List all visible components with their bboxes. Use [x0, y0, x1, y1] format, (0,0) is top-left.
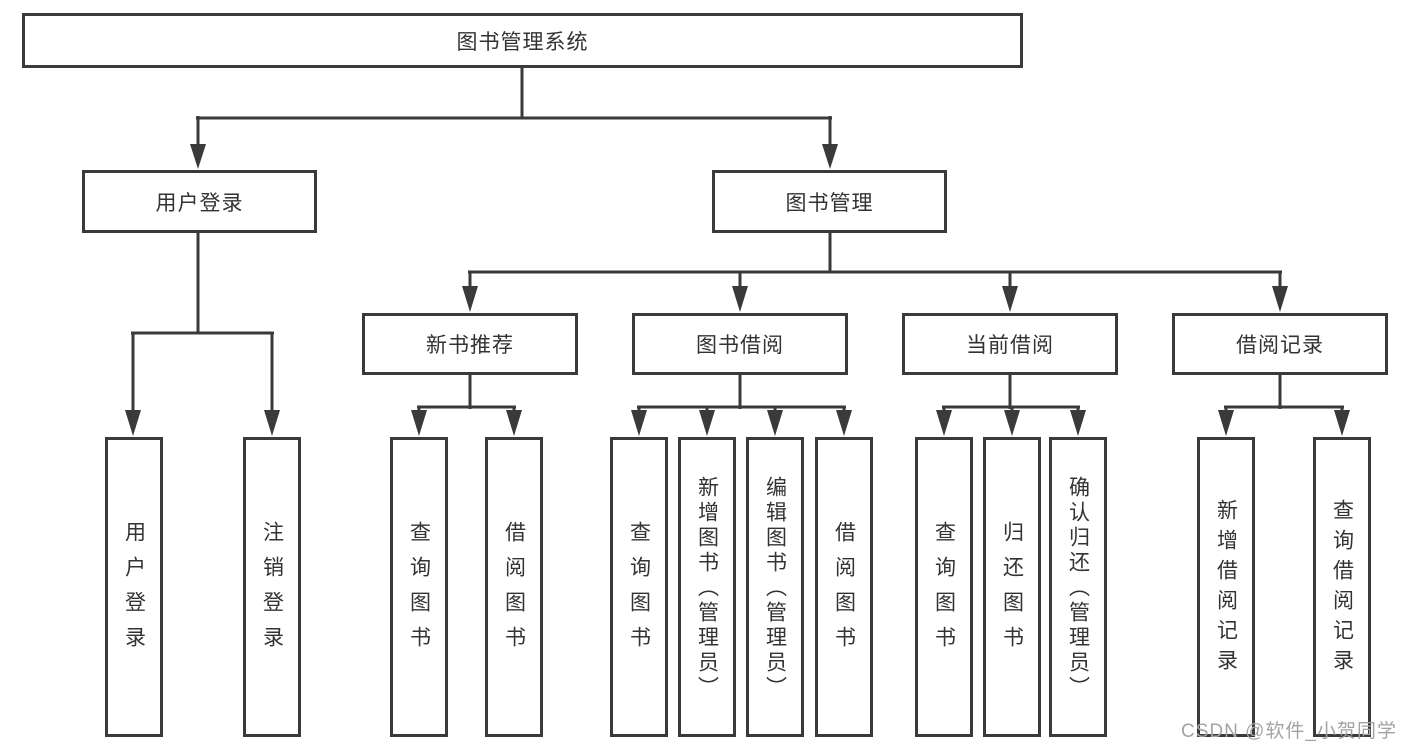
connector-root-to-level2 [190, 68, 838, 169]
node-new-book-recommend: 新书推荐 [362, 313, 578, 375]
connector-login-group [125, 233, 280, 436]
node-current-borrow: 当前借阅 [902, 313, 1118, 375]
leaf-borrow-query-books-label: 查询图书 [627, 520, 651, 661]
connector-borrow-group [631, 375, 852, 436]
leaf-query-borrow-record-label: 查询借阅记录 [1330, 499, 1354, 679]
leaf-return-books-label: 归还图书 [1000, 520, 1024, 661]
leaf-add-books-admin-label: 新增图书（管理员） [695, 475, 719, 701]
connector-recommend-group [411, 375, 522, 436]
node-book-management-label: 图书管理 [785, 191, 874, 215]
leaf-add-borrow-record: 新增借阅记录 [1197, 437, 1255, 737]
leaf-return-books: 归还图书 [983, 437, 1041, 737]
leaf-recommend-borrow-books-label: 借阅图书 [502, 520, 526, 661]
node-root-system-label: 图书管理系统 [456, 30, 589, 54]
connector-current-group [936, 375, 1086, 436]
leaf-edit-books-admin: 编辑图书（管理员） [746, 437, 804, 737]
connector-records-group [1218, 375, 1350, 436]
leaf-user-login-label: 用户登录 [122, 520, 146, 661]
leaf-user-login: 用户登录 [105, 437, 163, 737]
leaf-logout: 注销登录 [243, 437, 301, 737]
leaf-edit-books-admin-label: 编辑图书（管理员） [763, 475, 787, 701]
connector-manage-to-level3 [462, 233, 1288, 312]
leaf-recommend-query-books-label: 查询图书 [407, 520, 431, 661]
leaf-borrow-books: 借阅图书 [815, 437, 873, 737]
node-user-login: 用户登录 [82, 170, 317, 233]
leaf-borrow-query-books: 查询图书 [610, 437, 668, 737]
leaf-confirm-return-admin-label: 确认归还（管理员） [1066, 475, 1090, 701]
node-current-borrow-label: 当前借阅 [966, 334, 1054, 357]
node-book-borrow: 图书借阅 [632, 313, 848, 375]
csdn-watermark: CSDN @软件_小贺同学 [1181, 721, 1397, 742]
node-borrow-records: 借阅记录 [1172, 313, 1388, 375]
leaf-recommend-query-books: 查询图书 [390, 437, 448, 737]
node-book-management: 图书管理 [712, 170, 947, 233]
leaf-current-query-books: 查询图书 [915, 437, 973, 737]
leaf-current-query-books-label: 查询图书 [932, 520, 956, 661]
leaf-add-borrow-record-label: 新增借阅记录 [1214, 499, 1238, 679]
leaf-logout-label: 注销登录 [260, 520, 284, 661]
leaf-borrow-books-label: 借阅图书 [832, 520, 856, 661]
leaf-add-books-admin: 新增图书（管理员） [678, 437, 736, 737]
node-borrow-records-label: 借阅记录 [1236, 334, 1324, 357]
leaf-confirm-return-admin: 确认归还（管理员） [1049, 437, 1107, 737]
node-user-login-label: 用户登录 [155, 191, 244, 215]
leaf-query-borrow-record: 查询借阅记录 [1313, 437, 1371, 737]
node-root-system: 图书管理系统 [22, 13, 1023, 68]
leaf-recommend-borrow-books: 借阅图书 [485, 437, 543, 737]
node-book-borrow-label: 图书借阅 [696, 334, 784, 357]
node-new-book-recommend-label: 新书推荐 [426, 334, 514, 357]
